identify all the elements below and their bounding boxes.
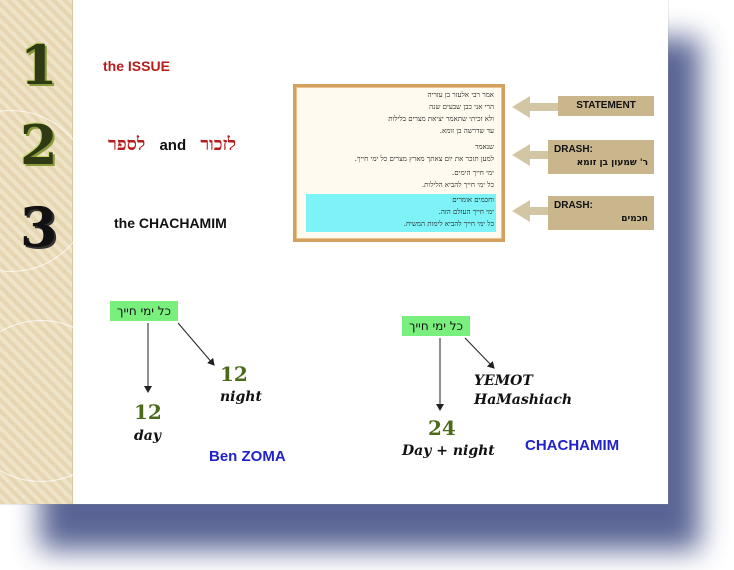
caption-chachamim: CHACHAMIM [525,437,620,454]
number-2: 2 [20,113,58,177]
slide: 1 2 3 the ISSUE לספר and לזכור the CHACH… [0,0,654,504]
text-line: שנאמר [474,143,494,151]
label-statement: STATEMENT [558,96,654,116]
night-number: 12 [220,362,248,386]
drash-title: DRASH: [554,200,593,211]
number-1: 1 [20,33,58,97]
hebrew-lizkor: לזכור [200,134,236,155]
topic-issue: the ISSUE [103,58,170,74]
hebrew-lesaper: לספר [108,134,146,155]
label-drash-chachamim: DRASH: חכמים [548,196,654,230]
topic-sefer-zachor: לספר and לזכור [108,134,236,155]
kol-yemei-box-right: כל ימי חייך [402,316,470,336]
yemot-line: YEMOT [474,373,533,389]
text-line: ימי חייך הימים. [452,169,494,177]
drash-title: DRASH: [554,144,593,155]
word-and: and [159,137,187,154]
arrow-left-icon [512,144,552,166]
drash-sub: חכמים [621,214,648,224]
arrow-left-icon [512,200,552,222]
number-24: 24 [428,416,456,440]
night-word: night [220,389,262,405]
text-line: עד שדרשה בן זומא. [439,127,494,135]
text-line: וחכמים אומרים [452,196,494,204]
text-line: ולא זכיתי שתאמר יציאת מצרים בלילות [388,115,494,123]
label-drash-benzoma: DRASH: ר' שמעון בן זומא [548,140,654,174]
topic-chachamim: the CHACHAMIM [114,215,227,231]
text-line: הרי אני כבן שבעים שנה [429,103,494,111]
day-number: 12 [134,400,162,424]
arrow-left-icon [512,96,562,118]
text-line: כל ימי חייך להביא הלילות. [421,181,494,189]
day-word: day [134,428,161,444]
highlight-chachamim [306,194,496,232]
caption-ben-zoma: Ben ZOMA [209,448,286,465]
drash-sub: ר' שמעון בן זומא [576,158,648,168]
number-3: 3 [20,195,58,259]
text-line: כל ימי חייך להביא לימות המשיח. [403,220,494,228]
text-line: ימי חייך העולם הזה. [438,208,494,216]
decorative-sidebar: 1 2 3 [0,0,122,504]
day-night-words: Day + night [402,443,495,459]
text-line: למען תזכר את יום צאתך מארץ מצרים כל ימי … [354,155,494,163]
hamashiach-line: HaMashiach [474,392,573,408]
source-text-scroll: אמר רבי אלעזר בן עזריה הרי אני כבן שבעים… [293,84,505,242]
text-line: אמר רבי אלעזר בן עזריה [427,91,494,99]
kol-yemei-box-left: כל ימי חייך [110,301,178,321]
